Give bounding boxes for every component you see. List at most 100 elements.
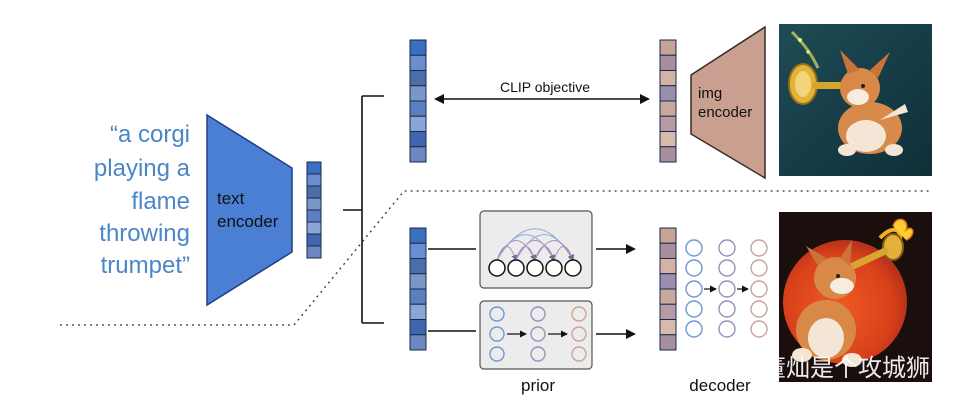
- embedding-cell: [409, 115, 427, 132]
- corgi-trumpet-illustration-icon: [779, 24, 932, 176]
- text-encoder: text encoder: [206, 113, 293, 307]
- embedding-cell: [409, 146, 427, 163]
- caption-text: “a corgi playing a flame throwing trumpe…: [94, 121, 191, 279]
- diffusion-node: [489, 306, 505, 322]
- diffusion-node: [571, 306, 587, 322]
- img-encoder: img encoder: [690, 25, 766, 180]
- embedding-cell: [409, 100, 427, 117]
- embedding-cell: [306, 245, 322, 259]
- token-circle: [507, 259, 525, 277]
- caption-line: “a corgi: [110, 121, 190, 148]
- corgi-flame-trumpet-illustration-icon: [779, 212, 932, 382]
- clip-objective: CLIP objective: [434, 79, 650, 104]
- embedding-cell: [306, 209, 322, 223]
- decoder-node: [685, 320, 703, 338]
- decoder-node: [718, 239, 736, 257]
- embedding-cell: [409, 227, 427, 244]
- embedding-cell: [306, 221, 322, 235]
- img-encoder-label-line2: encoder: [698, 104, 752, 121]
- embedding-cell: [409, 242, 427, 259]
- img-encoder-shape: [690, 25, 766, 180]
- embedding-cell: [659, 288, 677, 305]
- decoder-node: [718, 320, 736, 338]
- clip-text-embedding: [409, 39, 427, 163]
- embedding-cell: [409, 303, 427, 320]
- clip-image-embedding: [659, 39, 677, 163]
- decoder-node: [685, 259, 703, 277]
- decoder-node: [750, 239, 768, 257]
- decoder-node: [718, 259, 736, 277]
- embedding-cell: [659, 85, 677, 102]
- embedding-cell: [409, 39, 427, 56]
- text-embedding: [306, 161, 322, 259]
- token-circle: [526, 259, 544, 277]
- embedding-cell: [409, 54, 427, 71]
- decoder-network: [685, 239, 768, 338]
- embedding-cell: [659, 70, 677, 87]
- autoregressive-arcs: [496, 228, 575, 261]
- decoder-node: [685, 280, 703, 298]
- embedding-cell: [659, 334, 677, 351]
- prior-label: prior: [521, 376, 555, 395]
- diffusion-node: [530, 326, 546, 342]
- embedding-cell: [409, 70, 427, 87]
- decoder-node: [685, 300, 703, 318]
- embedding-cell: [409, 319, 427, 336]
- diffusion-node: [530, 346, 546, 362]
- embedding-cell: [409, 288, 427, 305]
- diffusion-node: [530, 306, 546, 322]
- embedding-cell: [409, 334, 427, 351]
- decoder-node: [750, 320, 768, 338]
- embedding-cell: [409, 258, 427, 275]
- caption-line: throwing: [99, 220, 190, 247]
- embedding-cell: [306, 233, 322, 247]
- diffusion-node: [571, 326, 587, 342]
- diffusion-grid: [489, 306, 587, 362]
- caption-line: trumpet”: [101, 252, 190, 279]
- embedding-cell: [659, 227, 677, 244]
- text-encoder-label-line2: encoder: [217, 212, 279, 231]
- prior-text-embedding: [409, 227, 427, 351]
- prior-diffusion-box: [479, 300, 593, 370]
- decoder-label: decoder: [689, 376, 751, 395]
- embedding-cell: [409, 85, 427, 102]
- decoder-node: [718, 280, 736, 298]
- autoregressive-tokens: [488, 259, 582, 277]
- embedding-cell: [306, 161, 322, 175]
- text-encoder-label-line1: text: [217, 189, 245, 208]
- embedding-cell: [659, 242, 677, 259]
- embedding-cell: [659, 146, 677, 163]
- embedding-cell: [659, 319, 677, 336]
- attention-arc: [534, 240, 574, 261]
- token-circle: [488, 259, 506, 277]
- embedding-cell: [659, 39, 677, 56]
- embedding-cell: [659, 258, 677, 275]
- decoder-node: [750, 300, 768, 318]
- embedding-cell: [659, 303, 677, 320]
- watermark: 知乎 @董董灿是个攻城狮: [658, 354, 930, 382]
- caption-line: flame: [131, 188, 190, 215]
- caption-line: playing a: [94, 155, 191, 182]
- embedding-cell: [306, 185, 322, 199]
- embedding-cell: [409, 273, 427, 290]
- prior-autoregressive-box: [479, 210, 593, 289]
- diffusion-node: [489, 346, 505, 362]
- embedding-cell: [306, 173, 322, 187]
- decoder-node: [750, 259, 768, 277]
- diffusion-node: [571, 346, 587, 362]
- embedding-cell: [306, 197, 322, 211]
- decoder-node: [750, 280, 768, 298]
- embedding-cell: [659, 115, 677, 132]
- diffusion-node: [489, 326, 505, 342]
- img-encoder-label-line1: img: [698, 85, 722, 102]
- text-encoder-shape: [206, 113, 293, 307]
- decoder-node: [685, 239, 703, 257]
- decoder-node: [718, 300, 736, 318]
- decoder-image-embedding: [659, 227, 677, 351]
- token-circle: [564, 259, 582, 277]
- embedding-cell: [659, 131, 677, 148]
- embedding-cell: [659, 54, 677, 71]
- clip-objective-label: CLIP objective: [500, 79, 590, 95]
- token-circle: [545, 259, 563, 277]
